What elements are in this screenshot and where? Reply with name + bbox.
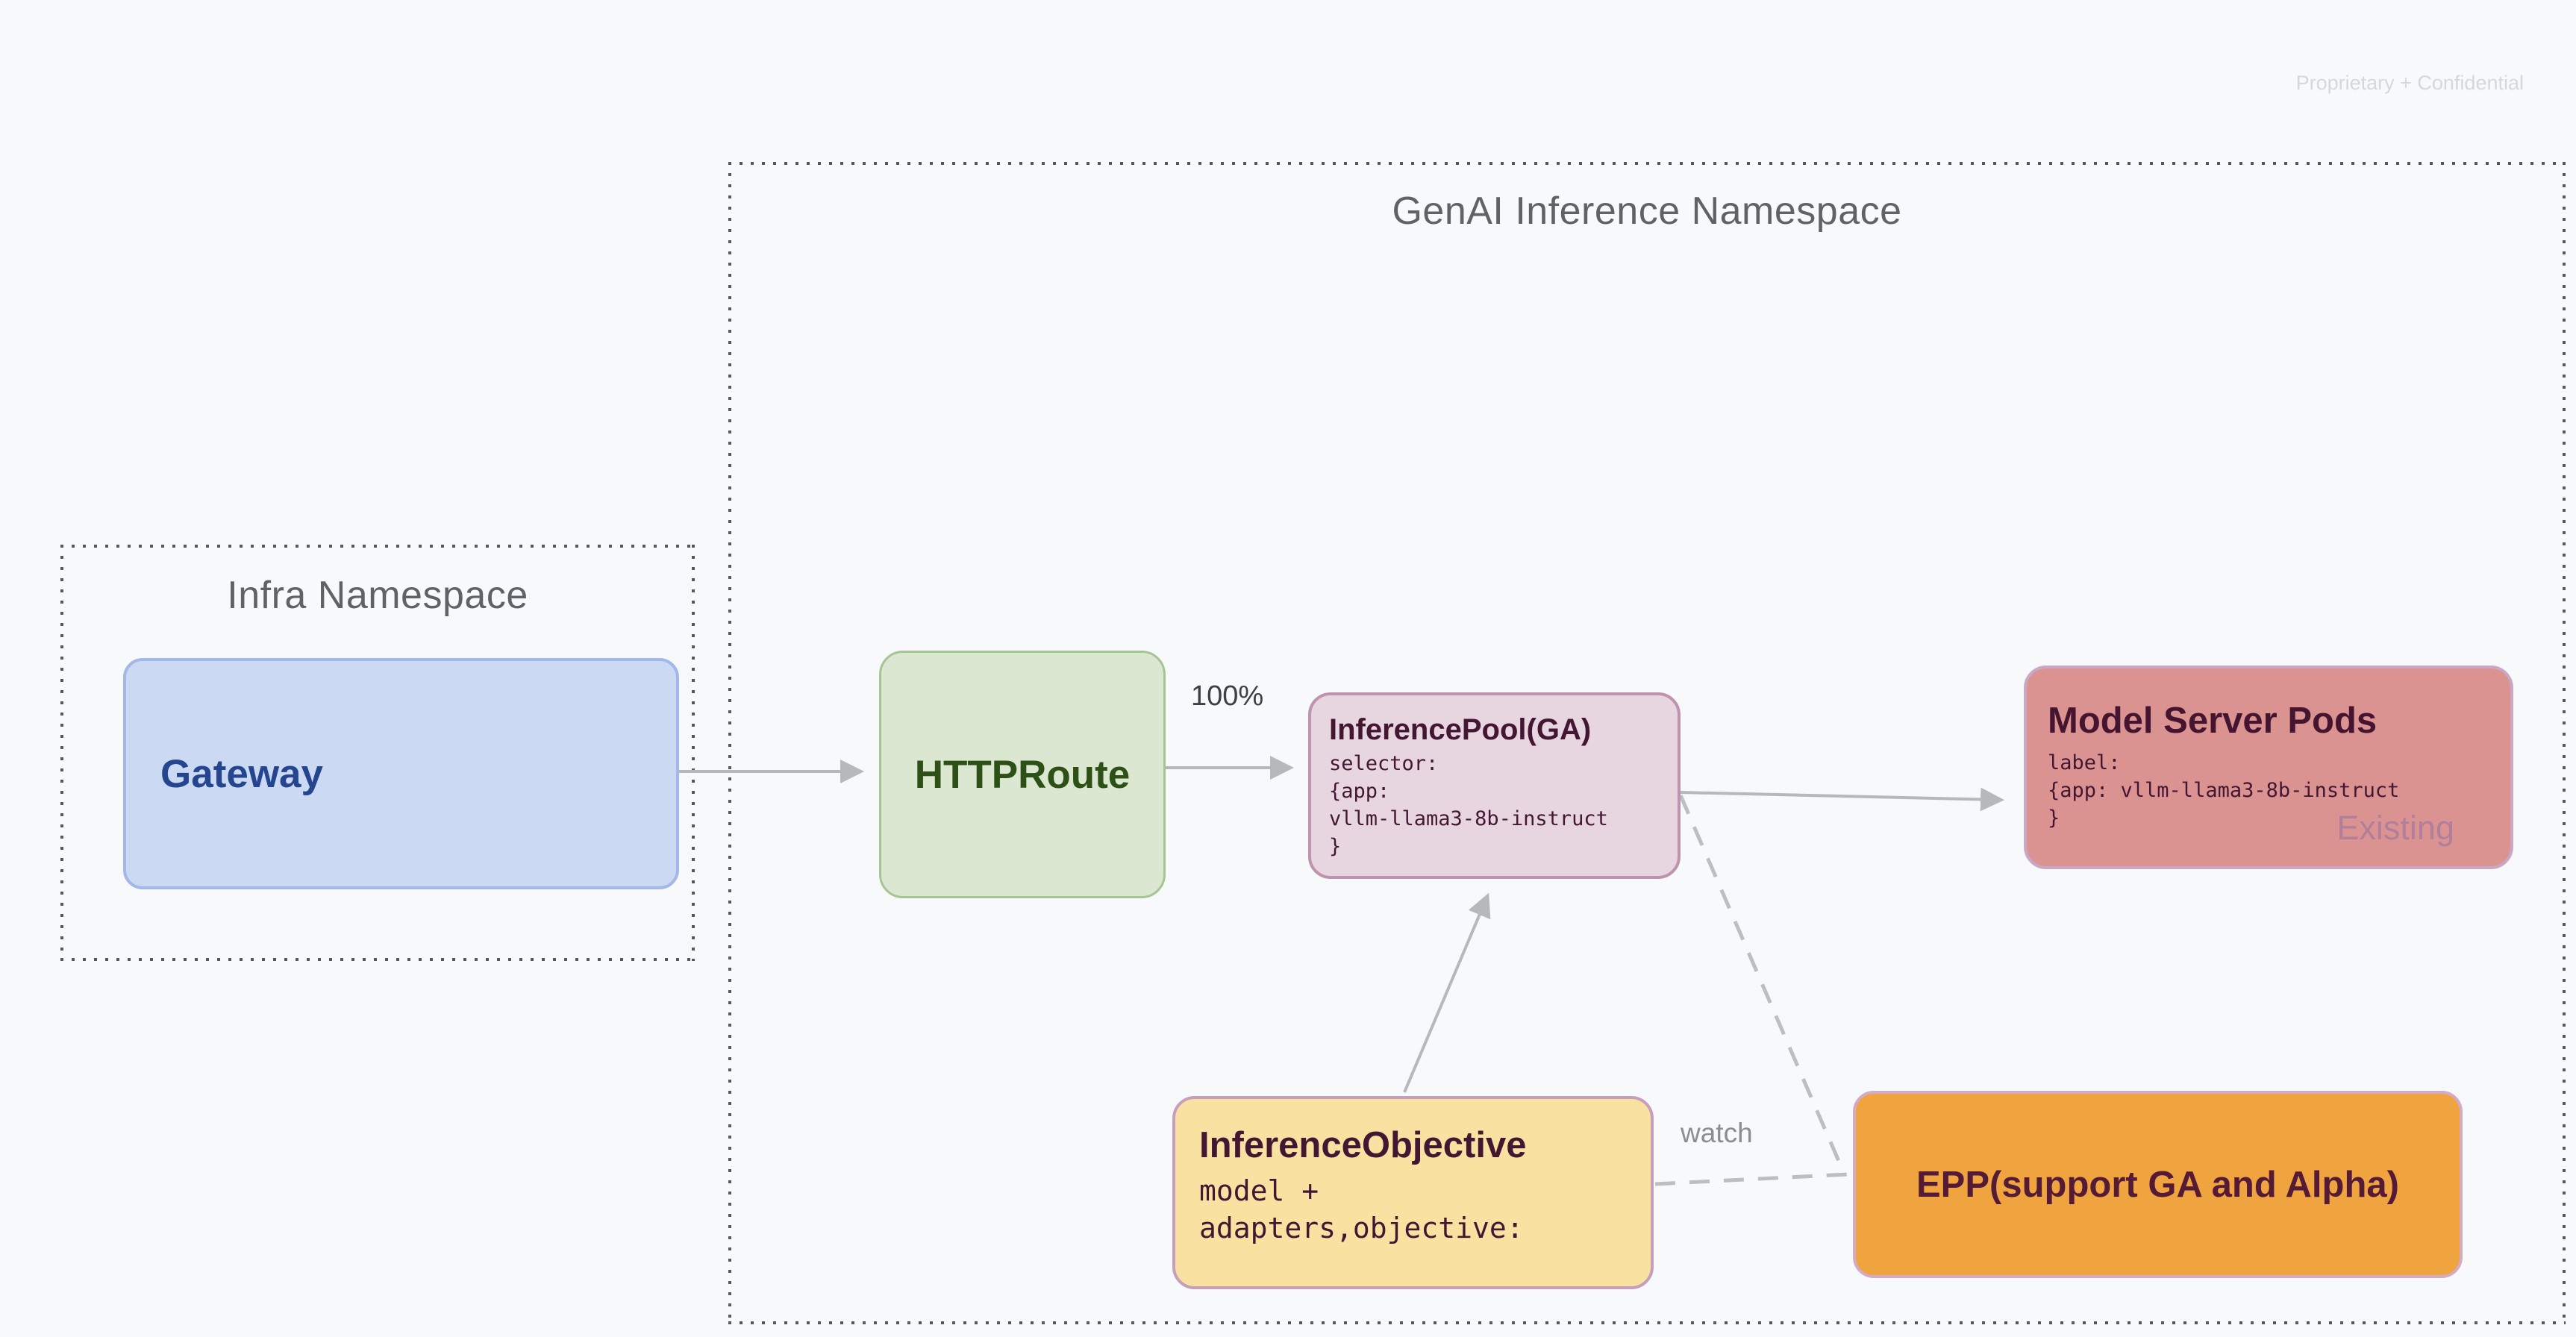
inferencepool-node: InferencePool(GA) selector: {app: vllm-l…	[1308, 692, 1681, 879]
modelserverpods-app-line: {app: vllm-llama3-8b-instruct	[2048, 779, 2400, 802]
epp-label: EPP(support GA and Alpha)	[1916, 1164, 2399, 1205]
httproute-label: HTTPRoute	[914, 752, 1131, 797]
inferenceobjective-node: InferenceObjective model + adapters,obje…	[1172, 1096, 1654, 1289]
inferenceobjective-model-line: model +	[1199, 1174, 1319, 1207]
inferencepool-title: InferencePool(GA)	[1329, 713, 1592, 746]
route-weight-label: 100%	[1191, 680, 1264, 712]
modelserverpods-node: Model Server Pods label: {app: vllm-llam…	[2024, 666, 2513, 869]
inferencepool-selector-line: selector:	[1329, 752, 1439, 775]
inferenceobjective-title: InferenceObjective	[1199, 1125, 1527, 1165]
inferencepool-brace-line: }	[1329, 835, 1342, 858]
gateway-label: Gateway	[160, 751, 324, 796]
gateway-node: Gateway	[123, 658, 679, 889]
inferenceobjective-adapters-line: adapters,objective:	[1199, 1212, 1524, 1244]
inferencepool-model-line: vllm-llama3-8b-instruct	[1329, 807, 1608, 830]
existing-badge: Existing	[2336, 809, 2454, 847]
modelserverpods-brace-line: }	[2048, 807, 2060, 830]
epp-node: EPP(support GA and Alpha)	[1853, 1091, 2463, 1278]
modelserverpods-title: Model Server Pods	[2048, 701, 2378, 741]
genai-namespace-title: GenAI Inference Namespace	[1392, 190, 1902, 233]
inferencepool-app-line: {app:	[1329, 780, 1390, 803]
confidential-watermark: Proprietary + Confidential	[2295, 72, 2524, 94]
httproute-node: HTTPRoute	[879, 651, 1166, 898]
watch-label: watch	[1681, 1118, 1753, 1148]
modelserverpods-label-line: label:	[2048, 751, 2121, 774]
infra-namespace-title: Infra Namespace	[227, 574, 528, 617]
